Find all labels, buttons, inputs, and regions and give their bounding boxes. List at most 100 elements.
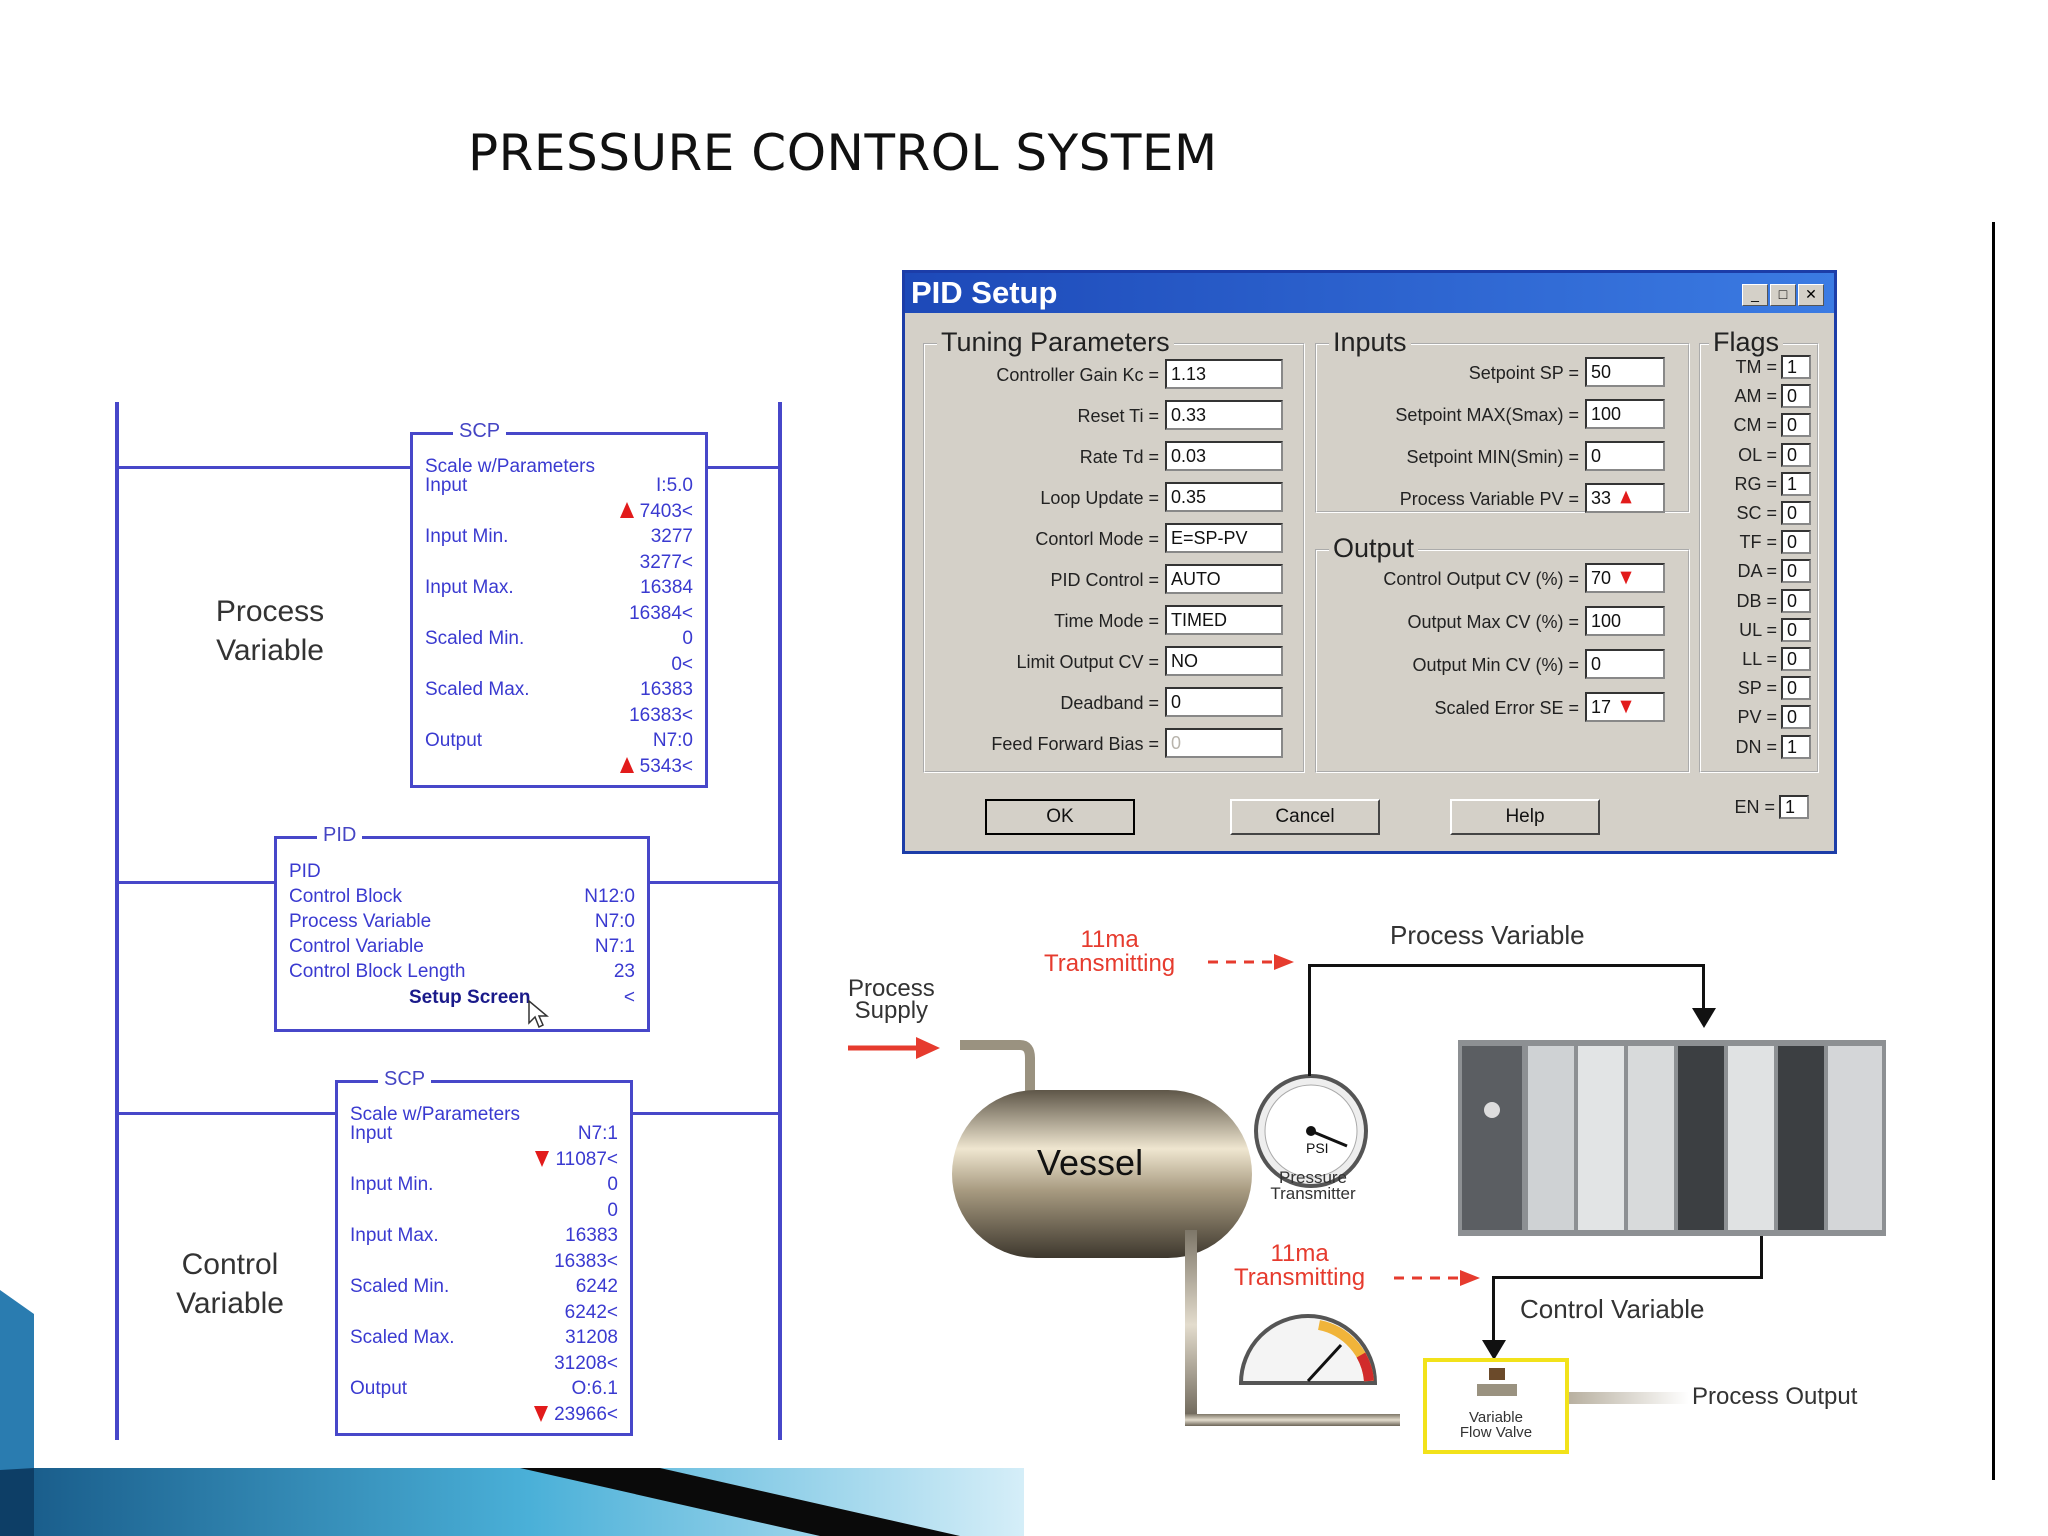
scp-row-value: 16383<	[629, 704, 693, 726]
scp-block-title: SCP	[453, 420, 507, 443]
scp-row-value: 5343<	[619, 756, 693, 778]
arrow-down-icon	[1620, 700, 1632, 714]
field-input[interactable]: 1.13	[1165, 359, 1283, 389]
pid-field: Scaled Error SE =17	[1317, 692, 1688, 726]
maximize-icon[interactable]: □	[1770, 284, 1796, 306]
field-label: Feed Forward Bias =	[991, 734, 1159, 754]
scp-row: 23966<	[350, 1404, 618, 1428]
scp-row-value: 16383<	[554, 1250, 618, 1272]
scp-row: 6242<	[350, 1302, 618, 1326]
scp-row-label: Input Max.	[350, 1225, 439, 1246]
flag-item[interactable]: OL =0	[1701, 442, 1811, 469]
flag-item[interactable]: CM =0	[1701, 413, 1811, 439]
field-input[interactable]: NO	[1165, 646, 1283, 676]
scp-row: Input Max.16384	[425, 577, 693, 601]
setup-screen-link[interactable]: Setup Screen	[409, 987, 531, 1008]
field-input[interactable]: 0.03	[1165, 441, 1283, 471]
flag-item[interactable]: SC =0	[1701, 501, 1811, 527]
field-label: Contorl Mode =	[1035, 529, 1159, 549]
field-input[interactable]: 33	[1585, 483, 1665, 513]
field-input[interactable]: 17	[1585, 692, 1665, 722]
scp-row-value: 6242<	[564, 1301, 618, 1323]
flag-item[interactable]: PV =0	[1701, 705, 1811, 731]
transmit-bottom-label: 11ma Transmitting	[1234, 1240, 1366, 1291]
field-label: Output Min CV (%) =	[1412, 655, 1579, 675]
field-input[interactable]: 0.33	[1165, 400, 1283, 430]
rung-1b	[705, 466, 778, 469]
pid-field: Output Max CV (%) =100	[1317, 606, 1688, 640]
minimize-icon[interactable]: _	[1742, 284, 1768, 306]
pid-field: PID Control = AUTO	[925, 564, 1303, 598]
valve-icon	[1477, 1368, 1517, 1396]
left-rail	[115, 402, 119, 1440]
close-icon[interactable]: ✕	[1798, 284, 1824, 306]
field-label: Controller Gain Kc =	[996, 365, 1159, 385]
field-input[interactable]: E=SP-PV	[1165, 523, 1283, 553]
flag-en[interactable]: EN = 1	[1699, 795, 1809, 821]
pid-field: Limit Output CV = NO	[925, 646, 1303, 680]
scp-row-label: Input Min.	[425, 526, 509, 547]
arrow-down-icon	[534, 1405, 549, 1422]
flag-item[interactable]: DB =0	[1701, 588, 1811, 615]
pid-field: Rate Td = 0.03	[925, 441, 1303, 475]
scp-row-value: 11087<	[535, 1149, 618, 1171]
flag-item[interactable]: SP =0	[1701, 676, 1811, 702]
process-variable-label: Process Variable	[215, 595, 325, 667]
scp-row-label: Output	[350, 1378, 408, 1399]
cancel-button[interactable]: Cancel	[1230, 799, 1380, 835]
field-label: Loop Update =	[1040, 488, 1159, 508]
variable-flow-valve: Variable Flow Valve	[1423, 1358, 1569, 1454]
scp-row-value: N7:0	[652, 730, 693, 751]
flag-item[interactable]: TM =1	[1701, 355, 1811, 381]
field-input[interactable]: 0	[1165, 687, 1283, 717]
help-button[interactable]: Help	[1450, 799, 1600, 835]
scp-row-value: 0	[682, 628, 693, 649]
flag-item[interactable]: AM =0	[1701, 384, 1811, 410]
field-label: Rate Td =	[1079, 447, 1159, 467]
scp-row-value: N7:1	[577, 1123, 618, 1144]
field-input[interactable]: 0	[1585, 441, 1665, 471]
setup-screen-row[interactable]: Setup Screen <	[409, 987, 635, 1008]
scp-row: 0	[350, 1200, 618, 1224]
pid-row: PID	[289, 861, 321, 882]
flag-item[interactable]: DN =1	[1701, 734, 1811, 761]
scp-row-value: 0<	[671, 653, 693, 675]
flag-item[interactable]: RG =1	[1701, 471, 1811, 498]
tuning-parameters-group: Tuning Parameters Controller Gain Kc =1.…	[923, 327, 1305, 773]
scp-row-value: 6242	[575, 1276, 618, 1297]
flag-item[interactable]: TF =0	[1701, 530, 1811, 556]
flag-item[interactable]: LL =0	[1701, 647, 1811, 673]
field-input[interactable]: 100	[1585, 399, 1665, 429]
slide-title: PRESSURE CONTROL SYSTEM	[468, 124, 1218, 182]
scp-row: 31208<	[350, 1353, 618, 1377]
arrow-down-icon	[535, 1150, 550, 1167]
scp-row: Scaled Max.16383	[425, 679, 693, 703]
plc-rack-graphic	[1458, 1040, 1886, 1236]
scp-row: Input Max.16383	[350, 1225, 618, 1249]
pid-setup-window: PID Setup _ □ ✕ Tuning Parameters Contro…	[902, 270, 1837, 854]
flag-item[interactable]: DA =0	[1701, 559, 1811, 585]
field-input[interactable]: 70	[1585, 563, 1665, 593]
cv-line-bottom	[1492, 1276, 1763, 1279]
field-input[interactable]: 0	[1165, 728, 1283, 758]
field-input[interactable]: 0	[1585, 649, 1665, 679]
scp-row-value: 7403<	[619, 501, 693, 523]
field-input[interactable]: 0.35	[1165, 482, 1283, 512]
flag-item[interactable]: UL =0	[1701, 617, 1811, 644]
field-input[interactable]: AUTO	[1165, 564, 1283, 594]
field-label: Limit Output CV =	[1016, 652, 1159, 672]
ok-button[interactable]: OK	[985, 799, 1135, 835]
field-input[interactable]: 50	[1585, 357, 1665, 387]
scp-row: Input Min.0	[350, 1174, 618, 1198]
field-label: PID Control =	[1050, 570, 1159, 590]
field-input[interactable]: 100	[1585, 606, 1665, 636]
field-input[interactable]: TIMED	[1165, 605, 1283, 635]
rung-2b	[645, 881, 778, 884]
scp-row: 16383<	[350, 1251, 618, 1275]
